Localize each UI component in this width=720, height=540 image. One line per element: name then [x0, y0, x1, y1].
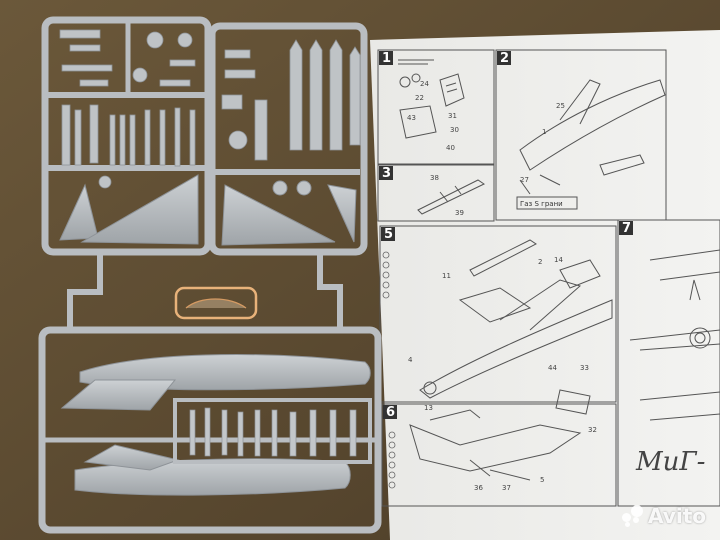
step-6-panel: [381, 403, 617, 507]
part-38: 38: [430, 174, 439, 182]
stabilizer-part: [327, 184, 357, 243]
part-14: 14: [554, 256, 563, 264]
step-2-panel: [377, 164, 495, 222]
step-3-panel: [495, 49, 667, 221]
step-1-panel: [377, 49, 495, 165]
step-7-drawing: [629, 249, 720, 421]
avito-brand: Avito: [648, 504, 706, 528]
step-3-drawing: [516, 79, 666, 210]
step-1-drawing: [398, 59, 465, 139]
step-5-panel: [379, 225, 617, 403]
part-22: 22: [415, 94, 424, 102]
part-43: 43: [407, 114, 416, 122]
part-2: 2: [538, 258, 542, 266]
step-6-number: 6: [386, 405, 395, 420]
part-36: 36: [474, 484, 483, 492]
step-7-number: 7: [622, 221, 631, 236]
part-37: 37: [502, 484, 511, 492]
part-31: 31: [448, 112, 457, 120]
clear-canopy: [174, 286, 258, 320]
part-32: 32: [588, 426, 597, 434]
fuselage-fin-top: [60, 379, 177, 411]
step-3-number: 2: [500, 51, 509, 66]
step-6-drawing: [409, 389, 591, 481]
kit-script-label: МиГ-: [635, 447, 705, 477]
step-5-number: 5: [384, 227, 393, 242]
sprue-lower: [38, 326, 382, 534]
part-11: 11: [442, 272, 451, 280]
step-3-note: Газ S грани: [520, 200, 563, 208]
step-2-number: 3: [382, 166, 391, 181]
weapon-parts: [189, 407, 357, 457]
tail-fin-part: [59, 183, 99, 241]
part-33: 33: [580, 364, 589, 372]
part-39: 39: [455, 209, 464, 217]
step-7-panel: [617, 219, 720, 507]
part-44: 44: [548, 364, 557, 372]
part-1: 1: [542, 128, 546, 136]
step-5-drawing: [419, 239, 613, 399]
weapons-subframe: [173, 398, 372, 464]
step-1-badge: [379, 51, 393, 65]
part-30: 30: [450, 126, 459, 134]
instruction-sheet: 1 2 3 5 6 7: [370, 30, 720, 540]
part-24: 24: [420, 80, 429, 88]
step-2-drawing: [417, 179, 486, 215]
part-25: 25: [556, 102, 565, 110]
wing-half-right: [221, 184, 336, 246]
step-1-number: 1: [382, 51, 391, 66]
part-marker-column: [382, 251, 396, 489]
avito-watermark: Avito: [622, 504, 706, 528]
part-40: 40: [446, 144, 455, 152]
sprue-upper-left: [41, 16, 212, 256]
part-5: 5: [540, 476, 544, 484]
sprue-upper-right: [208, 22, 368, 256]
avito-dots-icon: [622, 505, 644, 527]
missile-parts: [221, 39, 361, 161]
part-13: 13: [424, 404, 433, 412]
small-parts-cluster: [59, 29, 196, 167]
part-27: 27: [520, 176, 529, 184]
sprue-runners: [67, 252, 343, 332]
wing-half-left: [80, 174, 199, 245]
part-4: 4: [408, 356, 413, 364]
